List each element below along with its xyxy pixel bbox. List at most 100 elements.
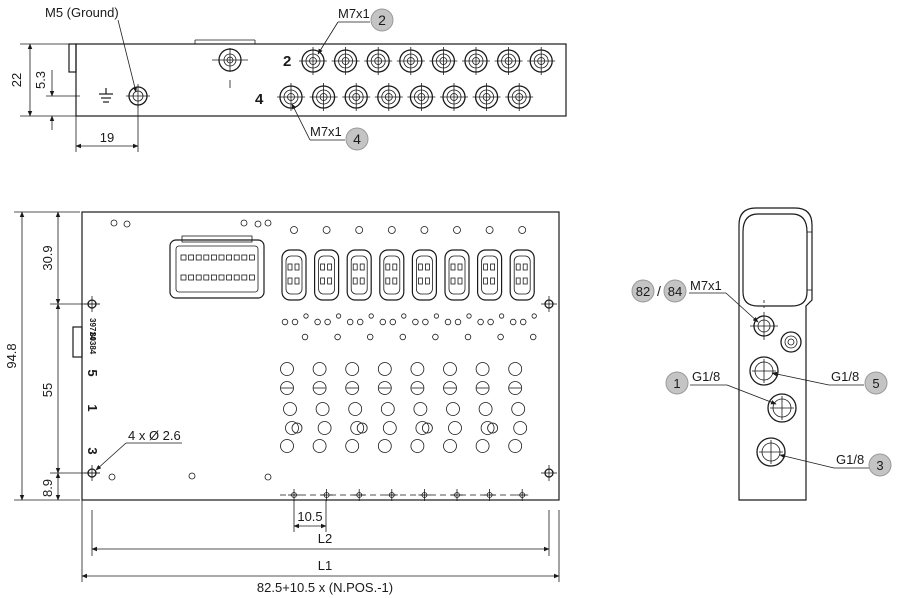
- small-hole: [368, 313, 374, 319]
- connector-pin: [203, 274, 210, 281]
- small-hole: [464, 333, 472, 341]
- valve-station: [410, 226, 439, 453]
- top-view-body: [75, 43, 567, 117]
- socket-pin: [424, 263, 430, 271]
- hole-callout: 4 x Ø 2.6: [128, 428, 181, 443]
- side-view-connector: [742, 213, 808, 307]
- thread-leader-lower: [291, 103, 311, 141]
- socket-pin: [392, 263, 398, 271]
- small-hole: [454, 318, 462, 326]
- connector-pin: [226, 254, 233, 261]
- side-view-body: [738, 207, 813, 501]
- socket-pin: [359, 277, 365, 285]
- badge-3: 3: [868, 453, 892, 477]
- small-hole: [498, 313, 505, 319]
- connector-pin: [195, 254, 202, 261]
- port-hole: [443, 381, 457, 395]
- mounting-hole: [541, 465, 557, 481]
- port-hole: [446, 402, 460, 416]
- badge-separator: /: [657, 283, 661, 299]
- top-view-tab: [68, 43, 77, 73]
- socket-pin: [385, 263, 391, 271]
- top-view: 2 4 M5 (Ground) M7x1 2 M7x1 4 22 5.3: [9, 5, 567, 152]
- port-hole: [508, 381, 523, 395]
- label-tab: [72, 326, 83, 358]
- upper-port: [429, 47, 458, 75]
- lower-port: [277, 83, 305, 111]
- socket-pin: [490, 263, 496, 271]
- valve-station: [377, 226, 407, 453]
- svg-text:3: 3: [876, 458, 883, 473]
- port-hole: [410, 362, 425, 376]
- port-hole: [312, 381, 327, 395]
- port-hole: [480, 421, 495, 435]
- badge-5: 5: [864, 371, 888, 395]
- dim-5-3: 5.3: [33, 71, 48, 89]
- small-hole: [291, 318, 299, 326]
- small-hole: [335, 313, 342, 319]
- upper-port: [462, 47, 490, 75]
- port-hole: [513, 421, 528, 435]
- connector-pin: [188, 274, 195, 281]
- socket-pin: [522, 263, 528, 271]
- dim-30-9: 30.9: [40, 245, 55, 270]
- connector-pin: [180, 274, 187, 281]
- bottom-port: [320, 489, 333, 501]
- valve-stations: [280, 226, 537, 453]
- socket-pin: [320, 263, 326, 271]
- side-port-5: [749, 356, 779, 386]
- station-indicator: [518, 226, 527, 234]
- port-hole: [377, 362, 392, 376]
- port-3-leader: [779, 454, 835, 469]
- socket-pin: [327, 263, 333, 271]
- port-hole: [448, 421, 462, 435]
- connector-pin: [203, 254, 210, 261]
- badge-4: 4: [345, 127, 369, 151]
- connector-pin: [218, 274, 225, 281]
- station-socket: [314, 249, 340, 301]
- connector-pin: [188, 254, 195, 261]
- port-hole: [285, 421, 299, 435]
- valve-station: [508, 226, 537, 453]
- port-hole: [410, 439, 425, 453]
- port-hole: [380, 402, 395, 416]
- station-socket: [444, 249, 470, 301]
- small-hole: [444, 318, 452, 326]
- connector-pin: [241, 274, 248, 281]
- station-socket: [379, 249, 405, 301]
- station-indicator: [420, 226, 429, 234]
- bottom-port: [516, 489, 529, 501]
- station-socket: [411, 249, 437, 301]
- bottom-port: [451, 489, 463, 501]
- svg-text:5: 5: [872, 376, 879, 391]
- small-hole: [401, 313, 407, 319]
- small-hole: [432, 333, 439, 341]
- side-mark-3: 3: [85, 447, 100, 454]
- port-hole: [511, 402, 526, 416]
- side-port-1: [767, 393, 797, 423]
- lower-port: [374, 83, 403, 111]
- bottom-port: [418, 489, 431, 501]
- socket-pin: [327, 277, 333, 285]
- small-hole: [466, 313, 472, 319]
- socket-pin: [294, 277, 300, 285]
- port-hole: [415, 421, 430, 435]
- small-holes-top: [108, 219, 272, 481]
- connector-pin: [248, 254, 255, 261]
- socket-pin: [392, 277, 398, 285]
- socket-pin: [490, 277, 496, 285]
- upper-port: [331, 47, 360, 75]
- badge-84: 84: [663, 279, 687, 303]
- station-indicator: [453, 226, 461, 234]
- dim-L1: L1: [318, 558, 332, 573]
- connector-pin: [233, 254, 240, 261]
- small-hole: [531, 313, 537, 319]
- socket-pin: [483, 277, 489, 285]
- port-hole: [475, 439, 490, 453]
- socket-pin: [457, 263, 463, 271]
- socket-pin: [457, 277, 463, 285]
- port-hole: [345, 362, 360, 376]
- socket-pin: [417, 263, 423, 271]
- dim-L2: L2: [318, 531, 332, 546]
